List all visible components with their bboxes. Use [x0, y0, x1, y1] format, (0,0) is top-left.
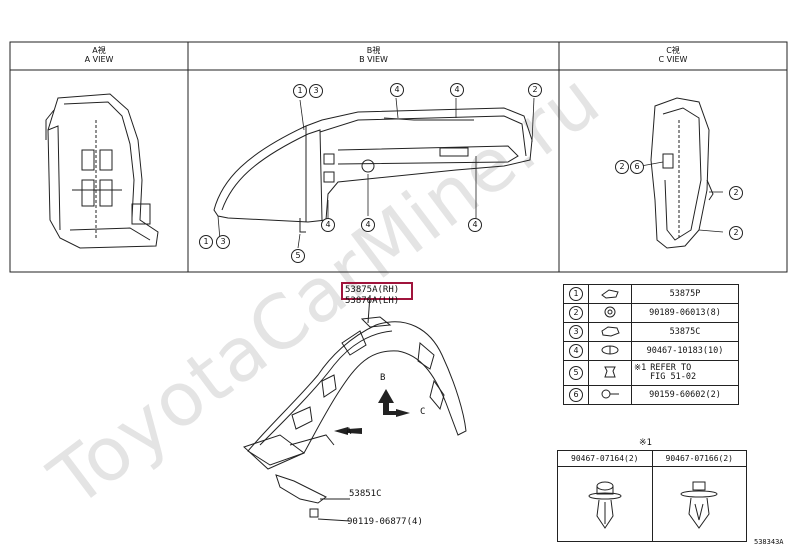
- part-number-bracket[interactable]: 53851C: [349, 489, 382, 499]
- legend-row: 1 53875P: [563, 284, 739, 304]
- clip-reference-table: 90467-07164(2) 90467-07166(2): [557, 450, 747, 542]
- view-b-drawing: [213, 97, 535, 249]
- legend-row: 6 90159-60602(2): [563, 385, 739, 405]
- callout-2: 2: [729, 226, 743, 240]
- clip-note-mark: ※1: [639, 438, 652, 448]
- part-number-screw[interactable]: 90119-06877(4): [347, 517, 423, 527]
- callout-2: 2: [528, 83, 542, 97]
- legend-part-icon: [588, 341, 632, 361]
- callout-4: 4: [468, 218, 482, 232]
- legend-part-icon: [588, 360, 632, 386]
- callout-3: 3: [309, 84, 323, 98]
- legend-number: 5: [569, 366, 583, 380]
- legend-row: 2 90189-06013(8): [563, 303, 739, 323]
- clip-drawing: [651, 466, 747, 542]
- clip-drawing: [557, 466, 653, 542]
- highlighted-part-box: [341, 282, 413, 300]
- legend-number: 4: [569, 344, 583, 358]
- legend-number: 6: [569, 388, 583, 402]
- view-c-drawing: [640, 97, 724, 249]
- callout-4: 4: [390, 83, 404, 97]
- legend-part-number[interactable]: 53875C: [631, 322, 739, 342]
- callout-6: 6: [630, 160, 644, 174]
- legend-row: 3 53875C: [563, 322, 739, 342]
- legend-number: 3: [569, 325, 583, 339]
- legend-part-number[interactable]: 90467-10183(10): [631, 341, 739, 361]
- callout-4: 4: [450, 83, 464, 97]
- legend-number: 2: [569, 306, 583, 320]
- legend-part-number[interactable]: 90189-06013(8): [631, 303, 739, 323]
- main-fender-liner-drawing: [243, 294, 467, 522]
- part-number-rh[interactable]: 53875A(RH): [345, 285, 400, 295]
- callout-3: 3: [216, 235, 230, 249]
- clip-part-number[interactable]: 90467-07166(2): [651, 450, 747, 467]
- arrow-label-c: C: [420, 407, 426, 417]
- callout-2: 2: [615, 160, 629, 174]
- part-number-lh[interactable]: 53876A(LH): [345, 296, 400, 306]
- view-a-drawing: [45, 93, 159, 249]
- callout-1: 1: [293, 84, 307, 98]
- legend-part-icon: [588, 303, 632, 323]
- clip-part-number[interactable]: 90467-07164(2): [557, 450, 653, 467]
- figure-code: 538343A: [754, 538, 784, 546]
- callout-1: 1: [199, 235, 213, 249]
- callout-2: 2: [729, 186, 743, 200]
- legend-part-icon: [588, 322, 632, 342]
- parts-legend-table: 1 53875P 2 90189-06013(8) 3 53875C 4 904…: [563, 284, 739, 405]
- arrow-label-b: B: [380, 373, 386, 383]
- legend-part-number[interactable]: 90159-60602(2): [631, 385, 739, 405]
- callout-5: 5: [291, 249, 305, 263]
- legend-part-icon: [588, 385, 632, 405]
- legend-part-number[interactable]: 53875P: [631, 284, 739, 304]
- arrow-label-a: A: [346, 427, 352, 437]
- legend-row: 4 90467-10183(10): [563, 341, 739, 361]
- callout-4: 4: [321, 218, 335, 232]
- callout-4: 4: [361, 218, 375, 232]
- legend-number: 1: [569, 287, 583, 301]
- legend-part-icon: [588, 284, 632, 304]
